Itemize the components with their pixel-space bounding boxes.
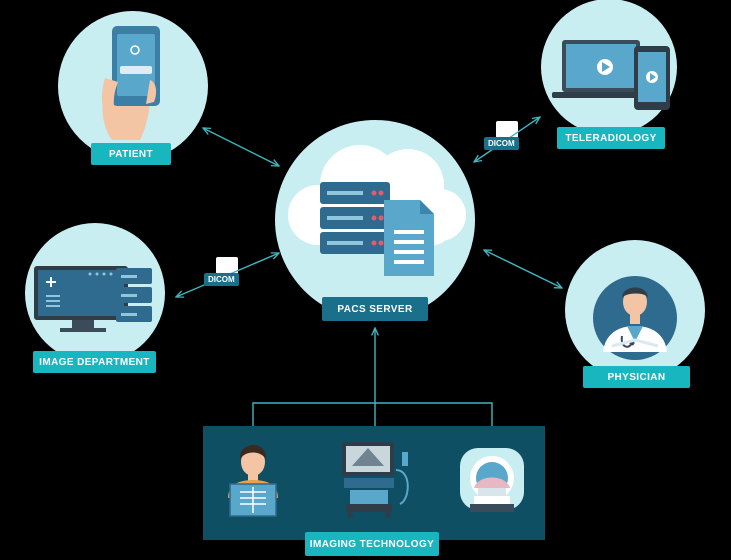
workstation-icon bbox=[34, 266, 152, 332]
dicom-top-label: DICOM bbox=[488, 139, 515, 148]
teleradiology-node bbox=[541, 0, 677, 135]
physician-label: PHYSICIAN bbox=[583, 366, 690, 388]
patient-label: PATIENT bbox=[91, 143, 171, 165]
document-icon bbox=[384, 200, 434, 276]
physician-node bbox=[565, 240, 705, 380]
arrow-patient-pacs bbox=[203, 128, 279, 166]
server-rack-icon bbox=[320, 182, 390, 254]
image-department-node bbox=[25, 223, 165, 363]
pacs-server-label: PACS SERVER bbox=[322, 297, 428, 321]
dicom-tag-left: DICOM bbox=[204, 273, 239, 286]
patient-node bbox=[58, 11, 208, 161]
mri-scanner-icon bbox=[460, 448, 524, 512]
laptop-tablet-icon bbox=[552, 40, 670, 110]
imaging-bracket bbox=[252, 402, 493, 426]
ultrasound-machine-icon bbox=[342, 442, 409, 518]
imaging-technology-panel bbox=[203, 426, 545, 540]
teleradiology-label: TELERADIOLOGY bbox=[557, 127, 665, 149]
pacs-server-node bbox=[275, 120, 475, 320]
image-department-label: IMAGE DEPARTMENT bbox=[33, 351, 156, 373]
doctor-icon bbox=[603, 287, 667, 352]
xray-patient-icon bbox=[228, 445, 278, 517]
arrow-physician-pacs bbox=[484, 250, 562, 288]
dicom-tag-top: DICOM bbox=[484, 137, 519, 150]
smartphone-icon bbox=[101, 26, 160, 140]
dicom-left-label: DICOM bbox=[208, 275, 235, 284]
imaging-technology-label: IMAGING TECHNOLOGY bbox=[305, 532, 439, 556]
